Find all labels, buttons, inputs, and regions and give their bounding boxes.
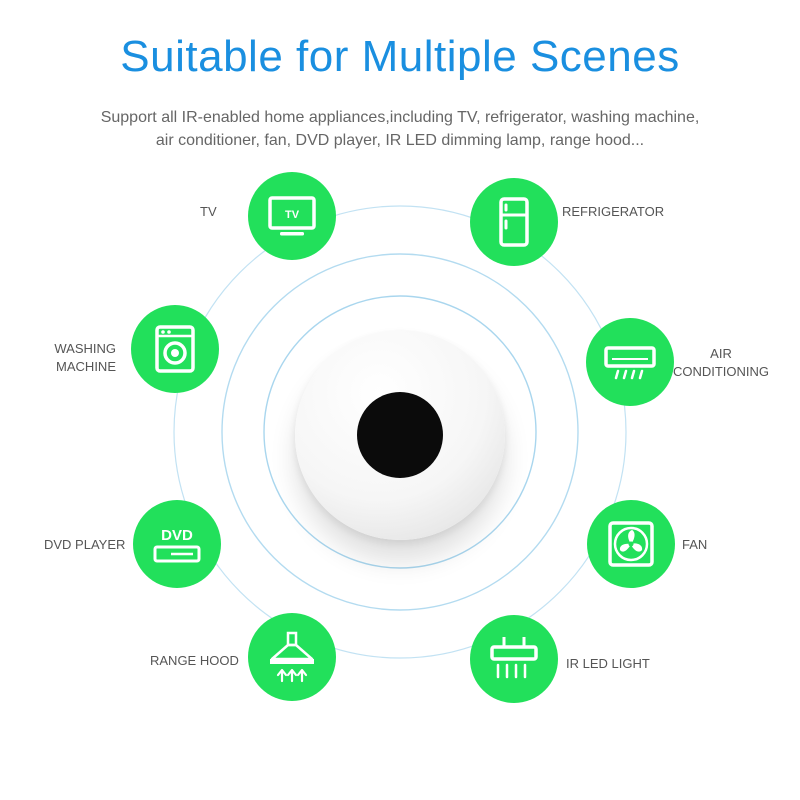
subtitle-line-2: air conditioner, fan, DVD player, IR LED…: [155, 132, 645, 149]
label-air-conditioning-line-2: CONDITIONING: [672, 364, 770, 379]
tv-icon-text: TV: [285, 209, 300, 221]
ir-lens: [357, 392, 443, 478]
dvd-player-glyph: DVD: [153, 527, 201, 563]
label-washing-machine-line-1: WASHING: [54, 341, 116, 356]
label-air-conditioning-line-1: AIR: [710, 346, 732, 361]
ir-led-light-glyph: [490, 637, 538, 679]
refrigerator-icon: [470, 178, 558, 266]
label-air-conditioning: AIR CONDITIONING: [664, 345, 778, 381]
fan-glyph: [608, 521, 654, 567]
dvd-player-icon: DVD: [133, 500, 221, 588]
page-title: Suitable for Multiple Scenes: [120, 32, 680, 81]
label-refrigerator: REFRIGERATOR: [562, 204, 665, 219]
label-washing-machine: WASHING MACHINE: [44, 340, 116, 376]
range-hood-glyph: [270, 631, 314, 683]
ir-led-light-icon: [470, 615, 558, 703]
label-dvd-player: DVD PLAYER: [44, 537, 126, 552]
label-fan: FAN: [682, 537, 708, 552]
subtitle-line-1: Support all IR-enabled home appliances,i…: [100, 109, 700, 126]
ring-middle: [221, 253, 579, 611]
washing-machine-glyph: [155, 325, 195, 373]
refrigerator-glyph: [499, 197, 529, 247]
label-ir-led-light: IR LED LIGHT: [566, 656, 650, 671]
ring-inner: [263, 295, 537, 569]
label-washing-machine-line-2: MACHINE: [56, 359, 116, 374]
fan-icon: [587, 500, 675, 588]
dvd-icon-text: DVD: [161, 527, 193, 544]
label-tv: TV: [200, 204, 217, 219]
washing-machine-icon: [131, 305, 219, 393]
tv-icon: TV: [248, 172, 336, 260]
air-conditioner-icon: [586, 318, 674, 406]
tv-glyph: TV: [268, 196, 316, 236]
air-conditioner-glyph: [604, 346, 656, 380]
ir-remote-device: [295, 330, 505, 540]
label-range-hood: RANGE HOOD: [150, 653, 239, 668]
page-subtitle: Support all IR-enabled home appliances,i…: [40, 106, 760, 152]
range-hood-icon: [248, 613, 336, 701]
ring-outer: [173, 205, 627, 659]
